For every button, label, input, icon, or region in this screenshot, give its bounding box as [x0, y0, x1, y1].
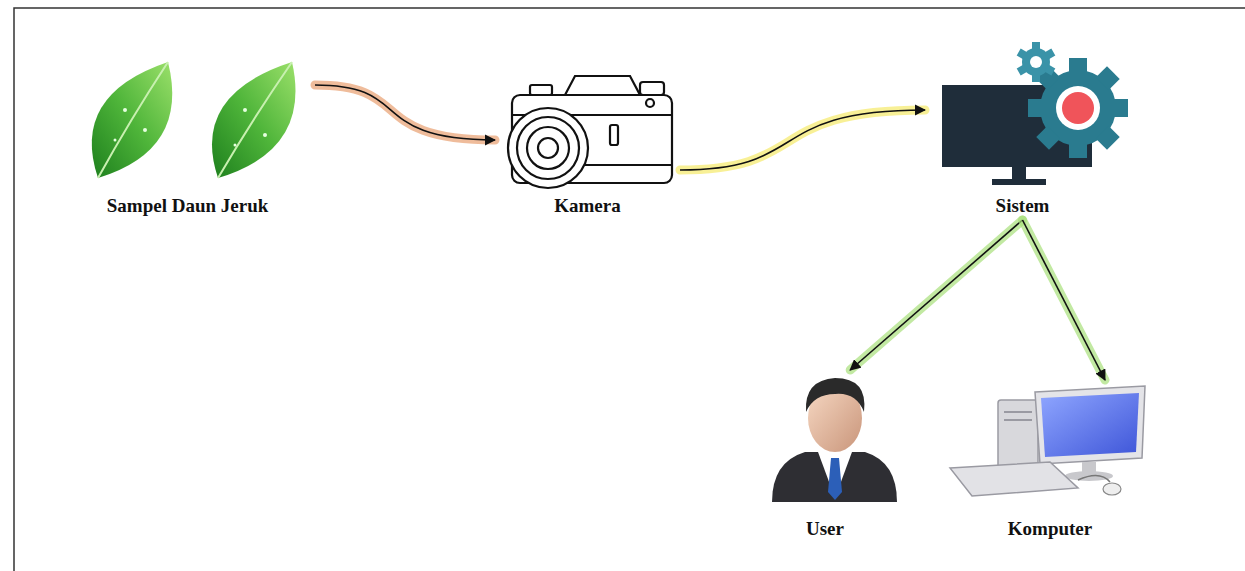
arrow-line: [680, 110, 925, 170]
arrow-glow: [680, 110, 925, 170]
flow-arrow: [850, 220, 1022, 370]
leaf-icons: [92, 62, 296, 178]
node-label: Sistem: [925, 195, 1120, 217]
arrow-line: [315, 85, 495, 140]
node-label: Kamera: [495, 195, 680, 217]
computer-node: Komputer: [940, 380, 1160, 540]
arrow-glow: [850, 220, 1022, 370]
node-label: Sampel Daun Jeruk: [60, 195, 315, 217]
user-icon: [772, 378, 897, 502]
leaf-sample-node: Sampel Daun Jeruk: [60, 55, 315, 217]
flow-arrow: [680, 110, 925, 170]
system-icon: [942, 42, 1128, 185]
camera-icon: [508, 76, 672, 188]
system-node: Sistem: [925, 25, 1120, 217]
arrow-glow: [315, 85, 495, 140]
user-node: User: [755, 370, 895, 540]
frame: [14, 8, 1245, 571]
node-label: Komputer: [940, 518, 1160, 540]
arrow-line: [850, 220, 1022, 370]
flow-arrow: [315, 85, 495, 140]
arrow-glow: [1023, 220, 1106, 380]
node-label: User: [755, 518, 895, 540]
arrow-line: [1023, 220, 1106, 380]
camera-node: Kamera: [495, 65, 680, 217]
computer-icon: [950, 386, 1145, 496]
flow-arrow: [1023, 220, 1106, 380]
